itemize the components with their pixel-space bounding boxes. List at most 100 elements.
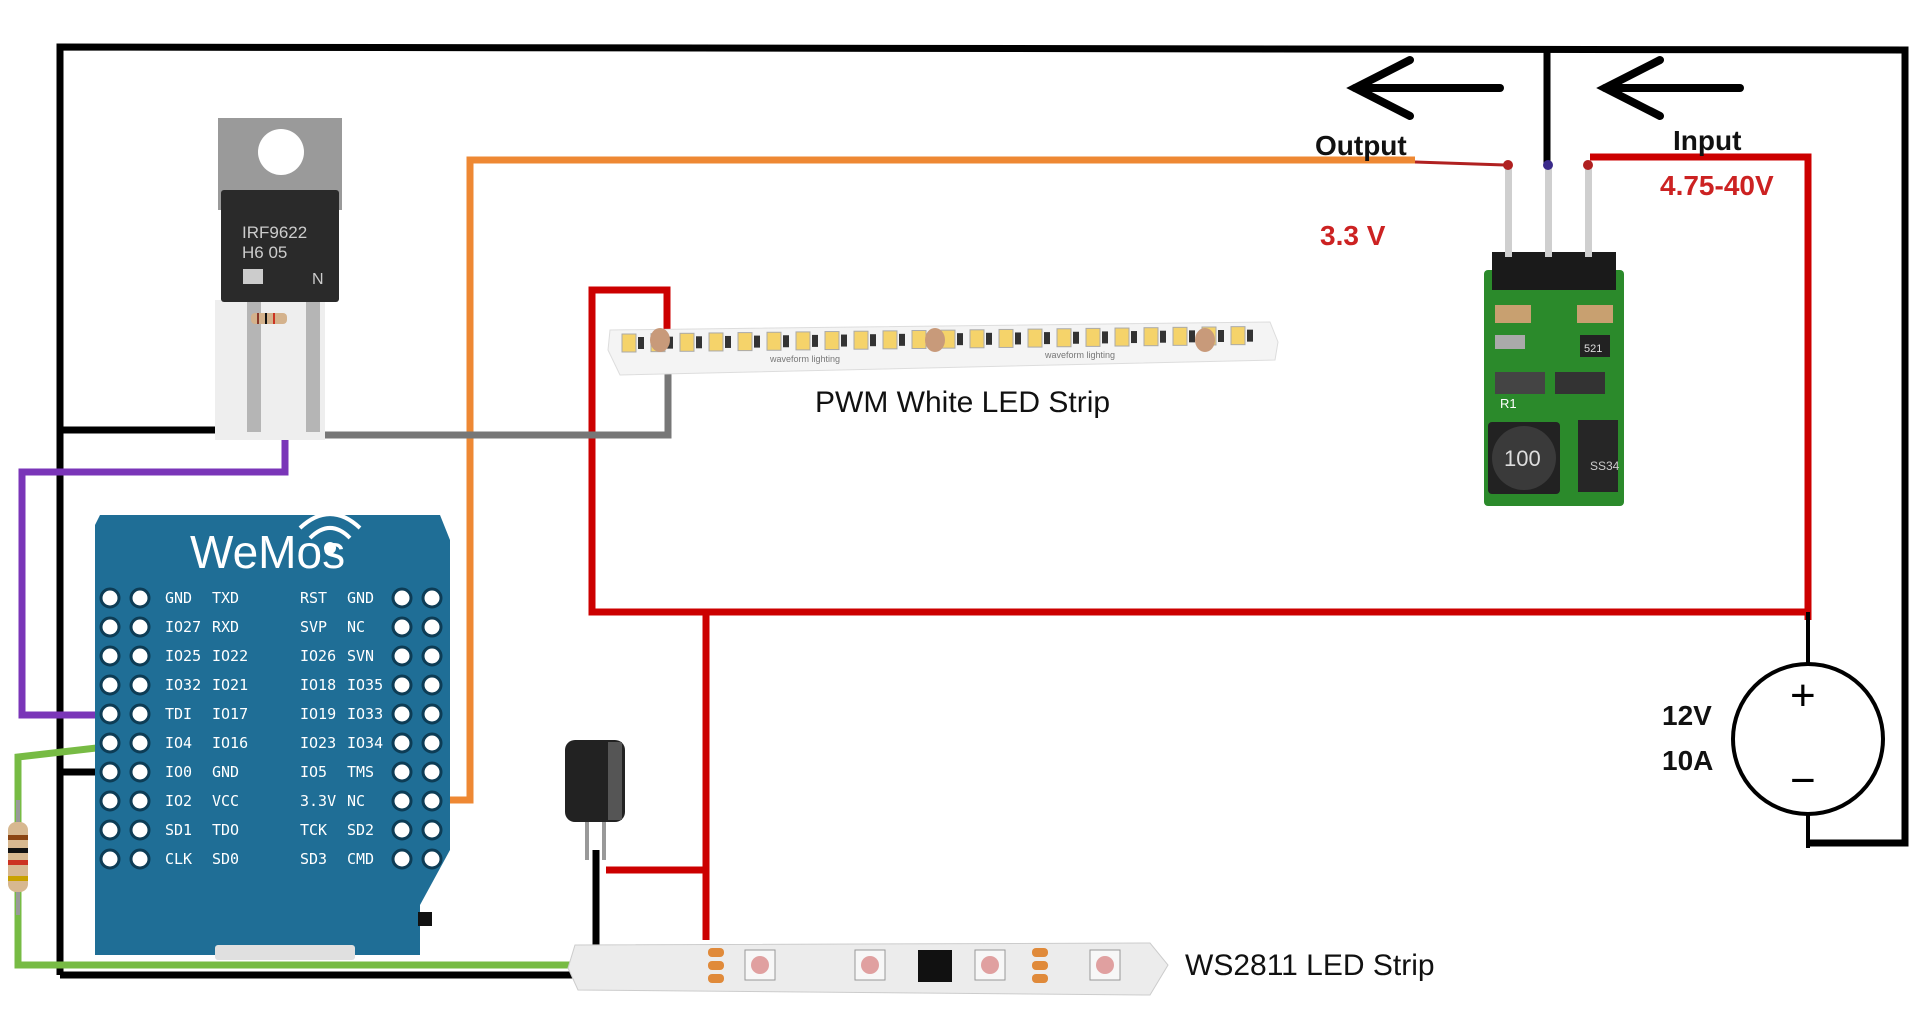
solder-pad xyxy=(650,328,670,352)
wire-output-stub xyxy=(1414,160,1506,167)
ir-logo-icon xyxy=(243,269,263,284)
pin-label: GND xyxy=(212,763,239,781)
header-pin xyxy=(421,761,443,783)
led-resistor xyxy=(870,334,876,347)
pin-label: IO25 xyxy=(165,647,201,665)
minus-icon: − xyxy=(1790,756,1816,805)
solder-pad xyxy=(925,328,945,352)
led-resistor xyxy=(667,336,673,349)
pin-label: IO27 xyxy=(165,618,201,636)
led-resistor xyxy=(1160,330,1166,343)
header-pin xyxy=(421,819,443,841)
pin-label: IO23 xyxy=(300,734,336,752)
ws2811-strip xyxy=(567,942,1169,996)
header-pin xyxy=(421,732,443,754)
solder-pad xyxy=(708,974,724,983)
header-pin xyxy=(421,790,443,812)
header-pin xyxy=(99,645,121,667)
header-pin xyxy=(129,616,151,638)
rgb-led-lens xyxy=(981,956,999,974)
header-pin xyxy=(129,587,151,609)
power-12v-wires xyxy=(588,153,1812,940)
header-pin xyxy=(99,819,121,841)
pin-label: IO4 xyxy=(165,734,192,752)
header-pin xyxy=(129,761,151,783)
pin-label: IO17 xyxy=(212,705,248,723)
strip-brand-1: waveform lighting xyxy=(769,354,840,364)
psu-current: 10A xyxy=(1662,745,1713,776)
solder-pad xyxy=(708,961,724,970)
led-chip xyxy=(1027,328,1043,348)
header-pin xyxy=(391,761,413,783)
pin-label: GND xyxy=(165,589,192,607)
rgb-led xyxy=(974,949,1006,981)
pin-label: IO35 xyxy=(347,676,383,694)
plus-icon: + xyxy=(1790,671,1816,720)
led-chip xyxy=(1114,327,1130,347)
led-chip xyxy=(1172,326,1188,346)
pin-label: 3.3V xyxy=(300,792,336,810)
output-arrow-icon xyxy=(1346,56,1504,120)
header-pin xyxy=(99,674,121,696)
solder-pad xyxy=(1032,974,1048,983)
pin-label: IO34 xyxy=(347,734,383,752)
pin-label: SD1 xyxy=(165,821,192,839)
pin-label: IO18 xyxy=(300,676,336,694)
header-pin xyxy=(421,587,443,609)
header-pin xyxy=(99,616,121,638)
rgb-led-lens xyxy=(751,956,769,974)
diode-marking: SS34 xyxy=(1590,459,1620,473)
header-pin xyxy=(421,645,443,667)
pin-label: SD2 xyxy=(347,821,374,839)
psu-voltage: 12V xyxy=(1662,700,1712,731)
pin-label: NC xyxy=(347,618,365,636)
r1-label: R1 xyxy=(1500,396,1517,411)
led-resistor xyxy=(1015,332,1021,345)
rgb-led-lens xyxy=(861,956,879,974)
led-chip xyxy=(708,332,724,352)
mosfet-marking-1: IRF9622 xyxy=(242,223,307,242)
input-arrow-icon xyxy=(1596,56,1744,120)
led-resistor xyxy=(638,337,644,349)
led-resistor xyxy=(783,335,789,348)
pin-label: GND xyxy=(347,589,374,607)
header-pin xyxy=(391,703,413,725)
led-resistor xyxy=(841,334,847,347)
header-pin xyxy=(129,645,151,667)
buck-regulator: 521 R1 100 SS34 xyxy=(1484,160,1624,506)
led-resistor xyxy=(812,334,818,347)
pin-label: CMD xyxy=(347,850,374,868)
mosfet-marking-3: N xyxy=(312,271,324,288)
header-pin xyxy=(421,674,443,696)
header-pin xyxy=(391,674,413,696)
led-chip xyxy=(1230,326,1246,346)
led-chip xyxy=(1085,327,1101,347)
white-led-strip: waveform lighting waveform lighting xyxy=(607,321,1279,376)
led-resistor xyxy=(1102,331,1108,344)
header-pin xyxy=(99,761,121,783)
solder-pad xyxy=(708,948,724,957)
led-resistor xyxy=(754,335,760,348)
header-pin xyxy=(129,703,151,725)
header-pin xyxy=(421,616,443,638)
pin-label: IO0 xyxy=(165,763,192,781)
solder-pad xyxy=(1195,328,1215,352)
pin-label: TDI xyxy=(165,705,192,723)
led-resistor xyxy=(1044,332,1050,345)
pin-label: CLK xyxy=(165,850,192,868)
led-resistor xyxy=(986,332,992,345)
pin-label: IO32 xyxy=(165,676,201,694)
solder-pad xyxy=(1032,948,1048,957)
ws2811-label: WS2811 LED Strip xyxy=(1185,949,1435,982)
pin-label: IO21 xyxy=(212,676,248,694)
ground-wires xyxy=(56,43,1909,979)
mosfet-marking-2: H6 05 xyxy=(242,243,287,262)
wire-3v3 xyxy=(405,156,1415,804)
strip-brand-2: waveform lighting xyxy=(1044,350,1115,360)
input-label: Input xyxy=(1673,125,1741,156)
header-pin xyxy=(391,587,413,609)
power-supply-icon: + − xyxy=(1731,612,1885,848)
pin-label: IO2 xyxy=(165,792,192,810)
